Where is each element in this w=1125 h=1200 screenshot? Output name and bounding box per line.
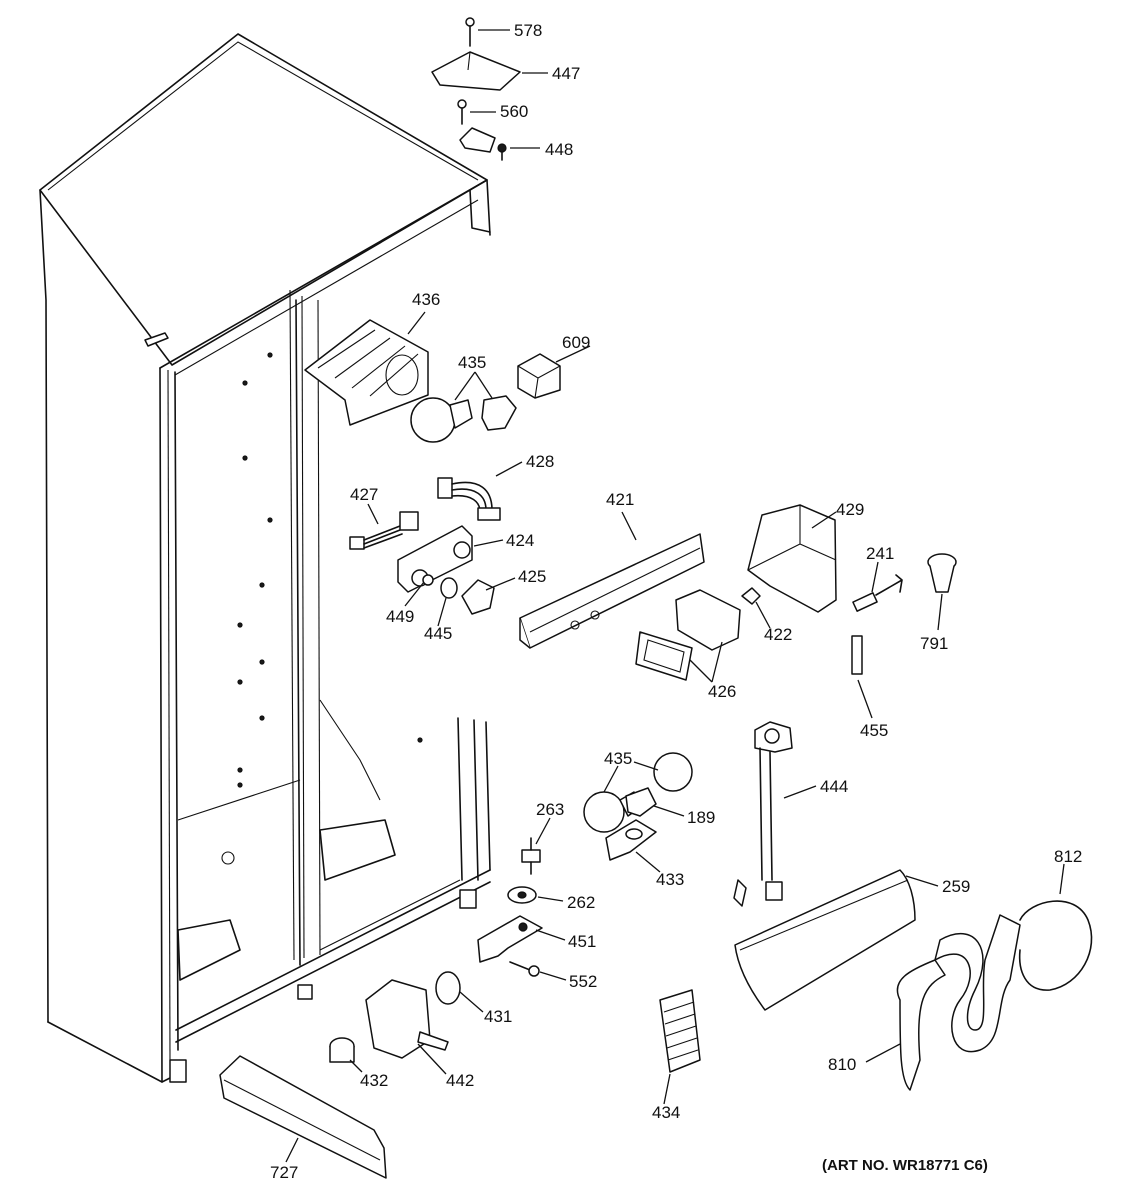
- part-447-hinge-cover: [431, 51, 521, 91]
- label-424: 424: [506, 531, 534, 550]
- part-448-top-hinge: [459, 127, 507, 161]
- part-426-display-panel: [635, 589, 741, 681]
- part-434-vent-grille: [659, 989, 701, 1073]
- part-425-control-knob: [461, 579, 495, 615]
- label-552: 552: [569, 972, 597, 991]
- label-455: 455: [860, 721, 888, 740]
- label-431: 431: [484, 1007, 512, 1026]
- label-241: 241: [866, 544, 894, 563]
- label-433: 433: [656, 870, 684, 889]
- part-455-sensor: [851, 635, 863, 675]
- part-labels: 578 447 560 448 436 609 435 428 427 421 …: [270, 21, 1082, 1182]
- label-434: 434: [652, 1103, 680, 1122]
- label-432: 432: [360, 1071, 388, 1090]
- part-810-water-tube-assembly: [896, 914, 1021, 1091]
- part-428-wire-harness: [437, 477, 501, 521]
- label-189: 189: [687, 808, 715, 827]
- part-445-knob-bushing: [440, 577, 458, 599]
- part-578-screw: [465, 17, 475, 47]
- label-442: 442: [446, 1071, 474, 1090]
- label-445: 445: [424, 624, 452, 643]
- part-791-cap: [927, 553, 957, 593]
- part-427-wire-harness: [349, 511, 419, 550]
- label-447: 447: [552, 64, 580, 83]
- label-259: 259: [942, 877, 970, 896]
- label-444: 444: [820, 777, 848, 796]
- refrigerator-cabinet: [39, 33, 491, 1083]
- label-262: 262: [567, 893, 595, 912]
- part-262-washer: [507, 886, 537, 904]
- part-421-control-housing: [519, 533, 705, 649]
- label-422: 422: [764, 625, 792, 644]
- part-444-heater-assembly: [733, 721, 793, 907]
- part-422-clip: [741, 587, 761, 605]
- label-263: 263: [536, 800, 564, 819]
- part-263-pivot-pin: [521, 837, 541, 875]
- label-435-lower: 435: [604, 749, 632, 768]
- label-435-upper: 435: [458, 353, 486, 372]
- part-812-tubing: [1018, 900, 1093, 991]
- part-189-lamp-socket: [625, 787, 657, 817]
- label-578: 578: [514, 21, 542, 40]
- leader-lines: [285, 29, 1065, 1163]
- art-number: (ART NO. WR18771 C6): [822, 1157, 988, 1174]
- part-442-door-closer: [365, 979, 449, 1059]
- label-560: 560: [500, 102, 528, 121]
- label-812: 812: [1054, 847, 1082, 866]
- part-436-light-shield: [304, 319, 429, 426]
- part-552-screw: [509, 961, 540, 977]
- part-259-duct-cover: [734, 869, 916, 1011]
- part-609-light-switch: [517, 353, 561, 399]
- label-429: 429: [836, 500, 864, 519]
- part-424-temperature-control: [397, 525, 473, 593]
- label-428: 428: [526, 452, 554, 471]
- label-427: 427: [350, 485, 378, 504]
- label-609: 609: [562, 333, 590, 352]
- part-241-thermistor: [852, 574, 903, 612]
- part-431-cam: [435, 971, 461, 1005]
- label-421: 421: [606, 490, 634, 509]
- part-429-dispenser-housing: [747, 504, 837, 613]
- label-791: 791: [920, 634, 948, 653]
- part-432-bushing: [329, 1037, 355, 1063]
- label-425: 425: [518, 567, 546, 586]
- part-451-bottom-hinge: [477, 915, 543, 963]
- label-451: 451: [568, 932, 596, 951]
- label-426: 426: [708, 682, 736, 701]
- label-727: 727: [270, 1163, 298, 1182]
- label-449: 449: [386, 607, 414, 626]
- label-448: 448: [545, 140, 573, 159]
- part-433-bracket: [605, 819, 657, 861]
- label-810: 810: [828, 1055, 856, 1074]
- part-435-light-bulb-upper: [410, 395, 517, 443]
- part-449-knob-shaft: [422, 574, 434, 586]
- label-436: 436: [412, 290, 440, 309]
- part-560-screw: [457, 99, 467, 125]
- part-727-base-grille: [219, 1055, 387, 1179]
